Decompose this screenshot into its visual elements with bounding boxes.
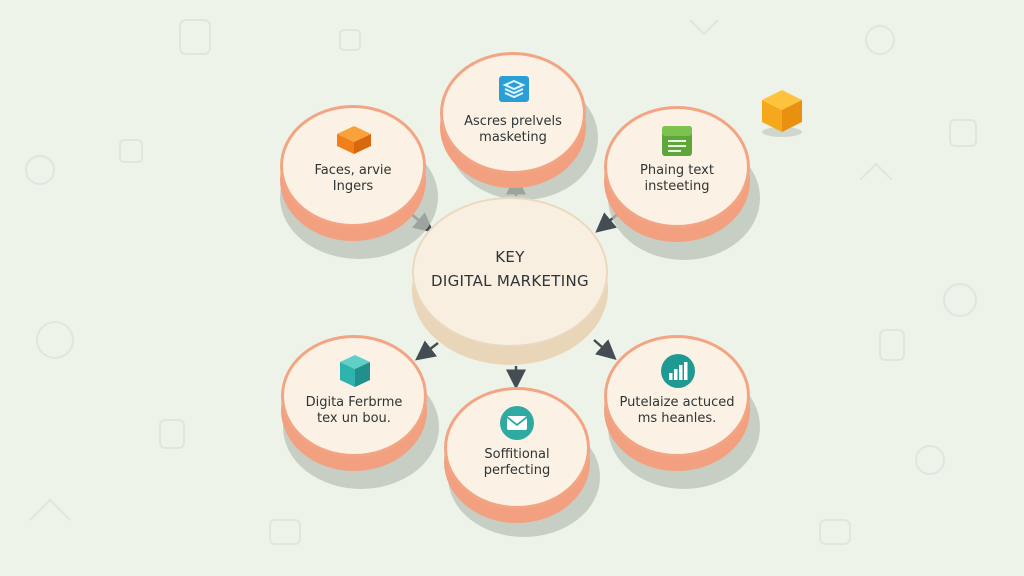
node-bottom-right: Putelaize actuced ms heanles.	[604, 335, 764, 489]
floating-cube-icon	[762, 90, 802, 137]
node-top: Ascres prelvels masketing	[440, 52, 598, 202]
box-icon	[337, 126, 371, 154]
node-bottom-left: Digita Ferbrme tex un bou.	[281, 335, 441, 489]
node-bottom-label: Soffitional perfecting	[483, 447, 551, 478]
layers-icon	[499, 76, 529, 102]
document-icon	[662, 126, 692, 156]
arrow-to-bottom-left	[415, 340, 439, 361]
node-top-right: Phaing text insteeting	[604, 106, 764, 260]
cube-icon	[340, 355, 370, 387]
node-top-left-label: Faces, arvie Ingers	[314, 163, 392, 194]
node-bottom-left-label: Digita Ferbrme tex un bou.	[305, 395, 403, 426]
center-title-line1: KEY	[495, 248, 525, 266]
center-node: KEY DIGITAL MARKETING	[412, 197, 612, 367]
center-title-line2: DIGITAL MARKETING	[431, 272, 589, 290]
node-top-left: Faces, arvie Ingers	[280, 105, 440, 259]
arrow-to-bottom-right	[593, 339, 617, 360]
node-bottom: Soffitional perfecting	[444, 387, 604, 537]
bar-chart-icon	[661, 354, 695, 388]
email-icon	[500, 406, 534, 440]
node-top-label: Ascres prelvels masketing	[464, 114, 562, 145]
node-top-right-label: Phaing text insteeting	[640, 163, 714, 194]
node-bottom-right-label: Putelaize actuced ms heanles.	[619, 395, 735, 426]
